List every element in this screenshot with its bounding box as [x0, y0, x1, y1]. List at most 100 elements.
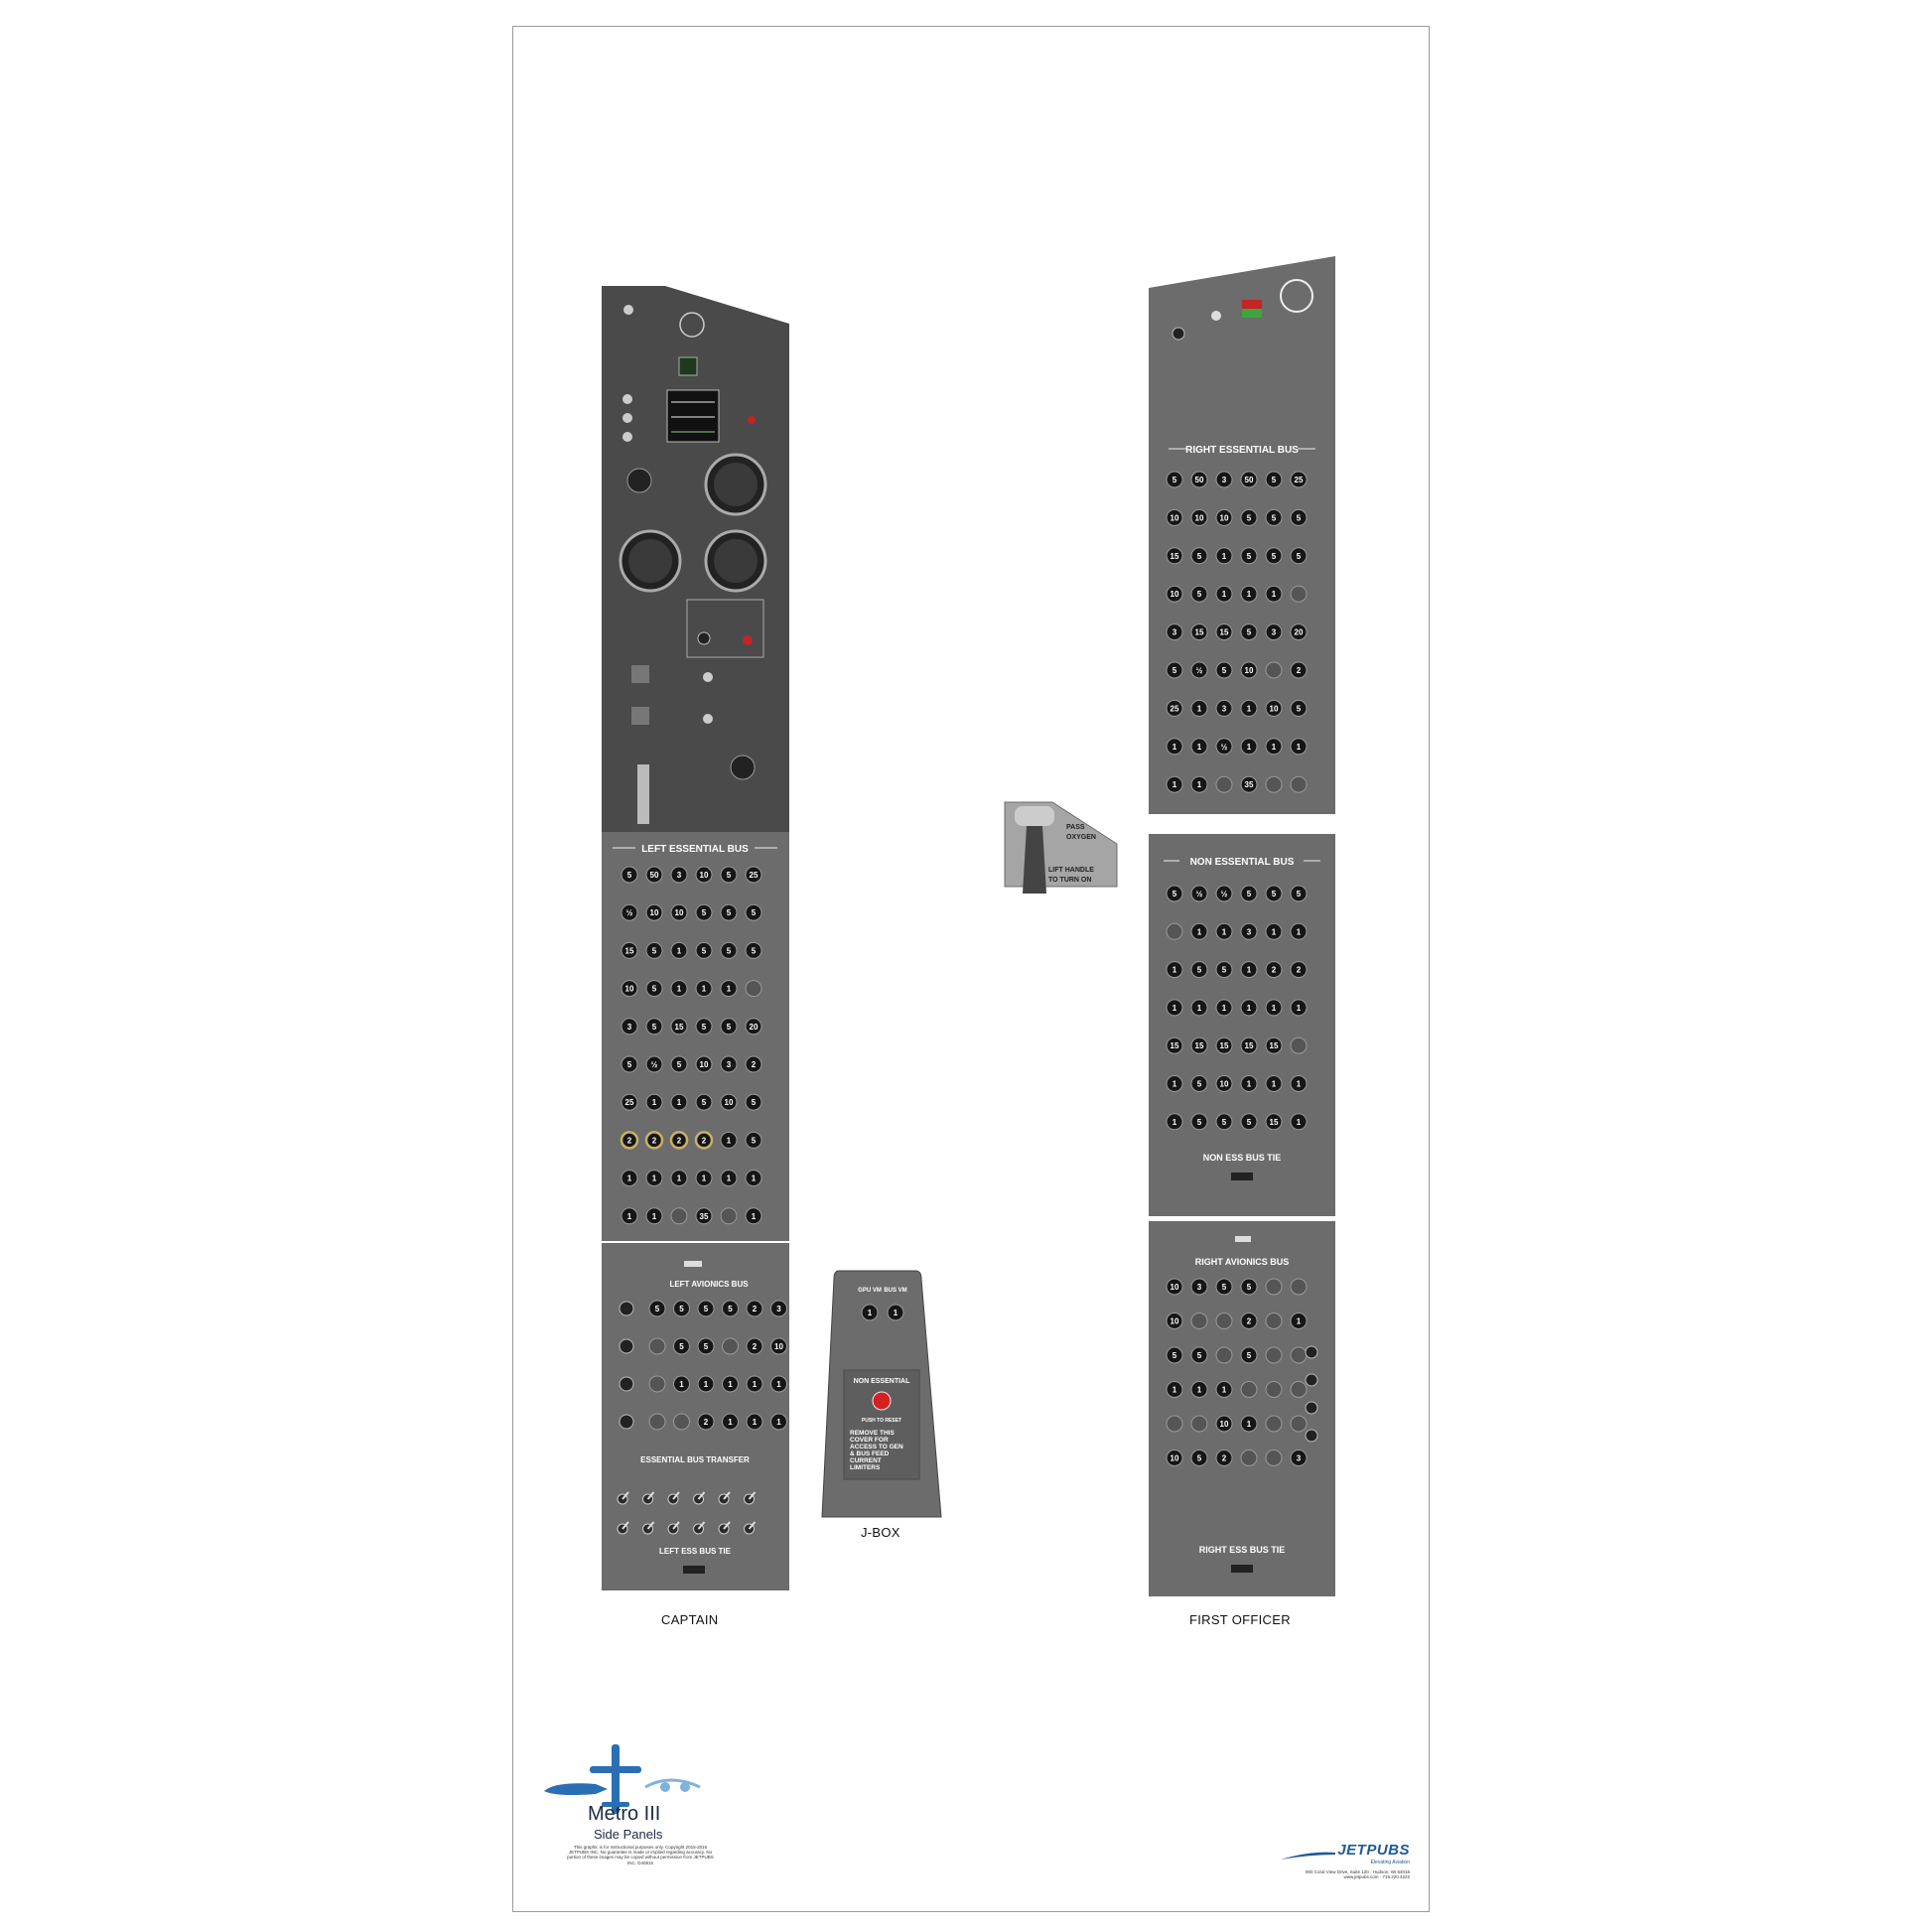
circuit-breaker[interactable] [670, 1170, 688, 1187]
circuit-breaker[interactable] [1240, 999, 1258, 1017]
circuit-breaker[interactable] [1190, 1113, 1208, 1131]
circuit-breaker[interactable] [1166, 1113, 1183, 1131]
circuit-breaker[interactable] [1265, 1113, 1283, 1131]
circuit-breaker[interactable] [644, 1131, 664, 1150]
circuit-breaker[interactable] [1290, 1075, 1308, 1092]
circuit-breaker[interactable] [1265, 585, 1283, 603]
circuit-breaker[interactable] [1265, 922, 1283, 940]
circuit-breaker[interactable] [745, 1055, 762, 1073]
circuit-breaker[interactable] [1240, 738, 1258, 756]
circuit-breaker[interactable] [645, 1018, 663, 1035]
circuit-breaker[interactable] [1240, 775, 1258, 793]
circuit-breaker[interactable] [1190, 1449, 1208, 1466]
circuit-breaker[interactable] [694, 1131, 714, 1150]
circuit-breaker[interactable] [720, 941, 738, 959]
circuit-breaker[interactable] [1240, 1036, 1258, 1054]
circuit-breaker[interactable] [745, 941, 762, 959]
circuit-breaker[interactable] [1215, 508, 1233, 526]
circuit-breaker[interactable] [1215, 1381, 1233, 1398]
circuit-breaker[interactable] [770, 1375, 787, 1393]
circuit-breaker[interactable] [645, 866, 663, 884]
circuit-breaker[interactable] [645, 941, 663, 959]
circuit-breaker[interactable] [1265, 738, 1283, 756]
temp-light-test-knob[interactable] [623, 305, 633, 315]
circuit-breaker[interactable] [1265, 661, 1283, 679]
audio-jack[interactable] [1305, 1345, 1318, 1359]
cabin-press-handle[interactable] [637, 764, 649, 824]
circuit-breaker[interactable] [1265, 1346, 1283, 1364]
circuit-breaker[interactable] [1166, 661, 1183, 679]
circuit-breaker[interactable] [1290, 961, 1308, 979]
circuit-breaker[interactable] [1240, 1278, 1258, 1296]
circuit-breaker[interactable] [1265, 1415, 1283, 1433]
circuit-breaker[interactable] [720, 1055, 738, 1073]
circuit-breaker[interactable] [621, 866, 638, 884]
circuit-breaker[interactable] [648, 1413, 666, 1431]
circuit-breaker[interactable] [621, 1018, 638, 1035]
circuit-breaker[interactable] [1265, 775, 1283, 793]
circuit-breaker[interactable] [621, 980, 638, 998]
circuit-breaker[interactable] [1166, 547, 1183, 565]
circuit-breaker[interactable] [695, 941, 713, 959]
circuit-breaker[interactable] [1240, 1312, 1258, 1329]
circuit-breaker[interactable] [1190, 1312, 1208, 1329]
circuit-breaker[interactable] [1290, 1415, 1308, 1433]
circuit-breaker[interactable] [697, 1300, 715, 1317]
circuit-breaker[interactable] [695, 1207, 713, 1225]
circuit-breaker[interactable] [1215, 661, 1233, 679]
circuit-breaker[interactable] [1190, 1278, 1208, 1296]
circuit-breaker[interactable] [1166, 585, 1183, 603]
circuit-breaker[interactable] [1166, 922, 1183, 940]
circuit-breaker[interactable] [1265, 1381, 1283, 1398]
circuit-breaker[interactable] [1166, 738, 1183, 756]
circuit-breaker[interactable] [645, 903, 663, 921]
circuit-breaker[interactable] [722, 1413, 739, 1431]
circuit-breaker[interactable] [1240, 623, 1258, 641]
circuit-breaker[interactable] [1265, 1278, 1283, 1296]
circuit-breaker[interactable] [1215, 1036, 1233, 1054]
circuit-breaker[interactable] [1190, 738, 1208, 756]
circuit-breaker[interactable] [648, 1337, 666, 1355]
circuit-breaker[interactable] [1190, 471, 1208, 488]
circuit-breaker[interactable] [1215, 1278, 1233, 1296]
circuit-breaker[interactable] [1265, 471, 1283, 488]
circuit-breaker[interactable] [670, 980, 688, 998]
nws-test-jack[interactable] [697, 631, 711, 645]
circuit-breaker[interactable] [1190, 775, 1208, 793]
circuit-breaker[interactable] [670, 866, 688, 884]
circuit-breaker[interactable] [670, 941, 688, 959]
circuit-breaker[interactable] [1290, 738, 1308, 756]
toggle-knob[interactable] [622, 394, 632, 404]
circuit-breaker[interactable] [1166, 1036, 1183, 1054]
circuit-breaker[interactable] [1215, 922, 1233, 940]
circuit-breaker[interactable] [1190, 922, 1208, 940]
circuit-breaker[interactable] [1265, 999, 1283, 1017]
toggle-switch[interactable] [631, 665, 649, 683]
circuit-breaker[interactable] [621, 941, 638, 959]
circuit-breaker[interactable] [1190, 999, 1208, 1017]
circuit-breaker[interactable] [720, 1170, 738, 1187]
circuit-breaker[interactable] [770, 1300, 787, 1317]
circuit-breaker[interactable] [1190, 961, 1208, 979]
circuit-breaker[interactable] [695, 1170, 713, 1187]
circuit-breaker[interactable] [621, 1055, 638, 1073]
circuit-breaker[interactable] [1215, 585, 1233, 603]
circuit-breaker[interactable] [722, 1375, 739, 1393]
right-ess-bus-tie-switch[interactable] [1231, 1565, 1253, 1573]
circuit-breaker[interactable] [722, 1337, 739, 1355]
pilot-flt-inst-knob[interactable] [679, 312, 705, 338]
circuit-breaker[interactable] [887, 1304, 904, 1321]
circuit-breaker[interactable] [669, 1131, 689, 1150]
circuit-breaker[interactable] [1265, 623, 1283, 641]
circuit-breaker[interactable] [1215, 885, 1233, 902]
circuit-breaker[interactable] [1240, 1346, 1258, 1364]
circuit-breaker[interactable] [1290, 1278, 1308, 1296]
circuit-breaker[interactable] [746, 1375, 763, 1393]
circuit-breaker[interactable] [1290, 508, 1308, 526]
circuit-breaker[interactable] [1265, 1312, 1283, 1329]
circuit-breaker[interactable] [1290, 1312, 1308, 1329]
circuit-breaker[interactable] [645, 1093, 663, 1111]
circuit-breaker[interactable] [697, 1337, 715, 1355]
circuit-breaker[interactable] [673, 1337, 690, 1355]
circuit-breaker[interactable] [695, 903, 713, 921]
